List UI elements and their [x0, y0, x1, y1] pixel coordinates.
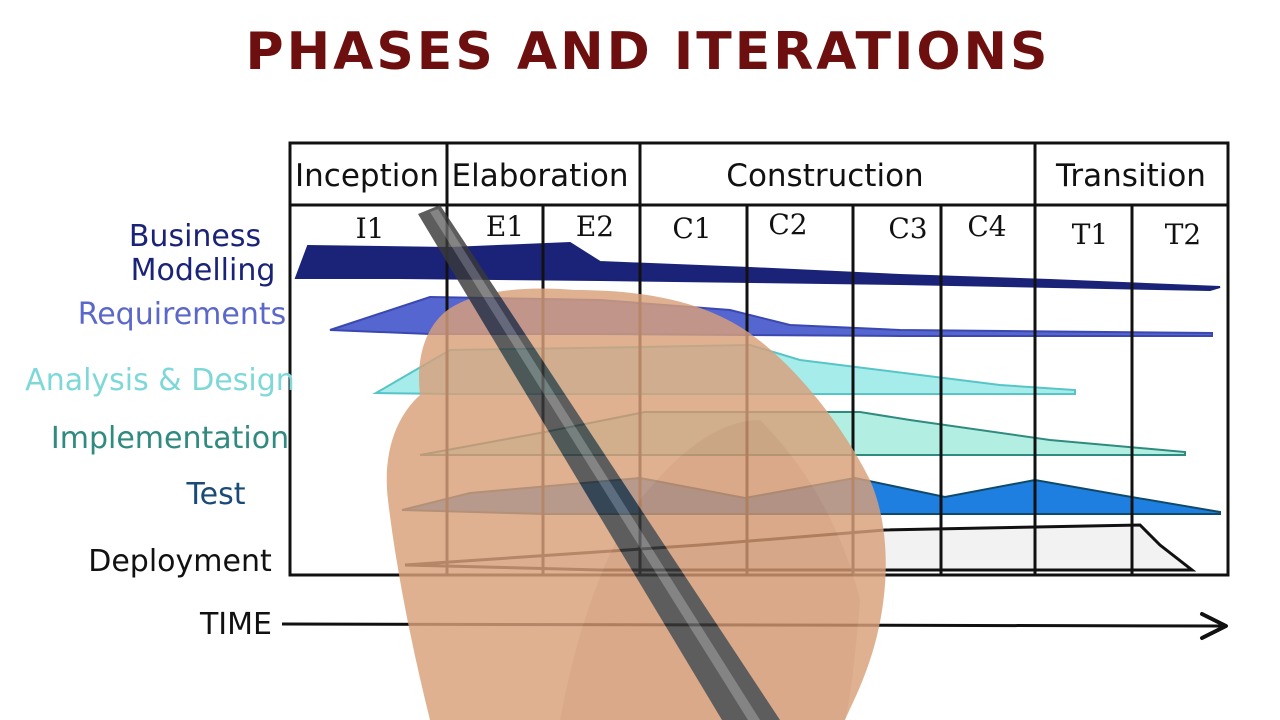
time-arrow-head-icon: [1200, 612, 1228, 640]
iteration-label-t2: T2: [1165, 218, 1202, 251]
iteration-label-i1: I1: [356, 212, 385, 245]
iteration-label-t1: T1: [1072, 218, 1109, 251]
iteration-label-c3: C3: [888, 212, 927, 245]
iteration-label-e1: E1: [486, 210, 524, 243]
phase-label-transition: Transition: [1055, 158, 1206, 194]
phase-label-elaboration: Elaboration: [452, 158, 629, 194]
iteration-label-e2: E2: [576, 210, 614, 243]
hand-shadow: [560, 420, 860, 720]
iteration-labels: I1 E1 E2 C1 C2 C3 C4 T1 T2: [356, 208, 1202, 251]
discipline-label-implementation: Implementation: [51, 421, 289, 456]
discipline-label-requirements: Requirements: [78, 297, 287, 332]
discipline-label-test: Test: [185, 477, 245, 512]
discipline-labels: Business Modelling Requirements Analysis…: [25, 219, 295, 579]
hand-with-marker-image: [386, 205, 886, 720]
discipline-label-modelling: Modelling: [131, 253, 276, 288]
page-title: PHASES AND ITERATIONS: [245, 22, 1051, 82]
phase-labels: Inception Elaboration Construction Trans…: [295, 158, 1206, 194]
iteration-label-c4: C4: [967, 210, 1006, 243]
marker-pen-highlight: [430, 209, 760, 720]
time-label: TIME: [199, 607, 272, 642]
iteration-label-c2: C2: [768, 208, 807, 241]
discipline-label-analysis-design: Analysis & Design: [25, 363, 295, 398]
discipline-label-deployment: Deployment: [88, 544, 272, 579]
business-modelling-shape: [294, 241, 1221, 292]
discipline-label-business: Business: [129, 219, 261, 254]
phase-label-inception: Inception: [295, 158, 439, 194]
iteration-label-c1: C1: [672, 212, 711, 245]
phase-label-construction: Construction: [726, 158, 923, 194]
